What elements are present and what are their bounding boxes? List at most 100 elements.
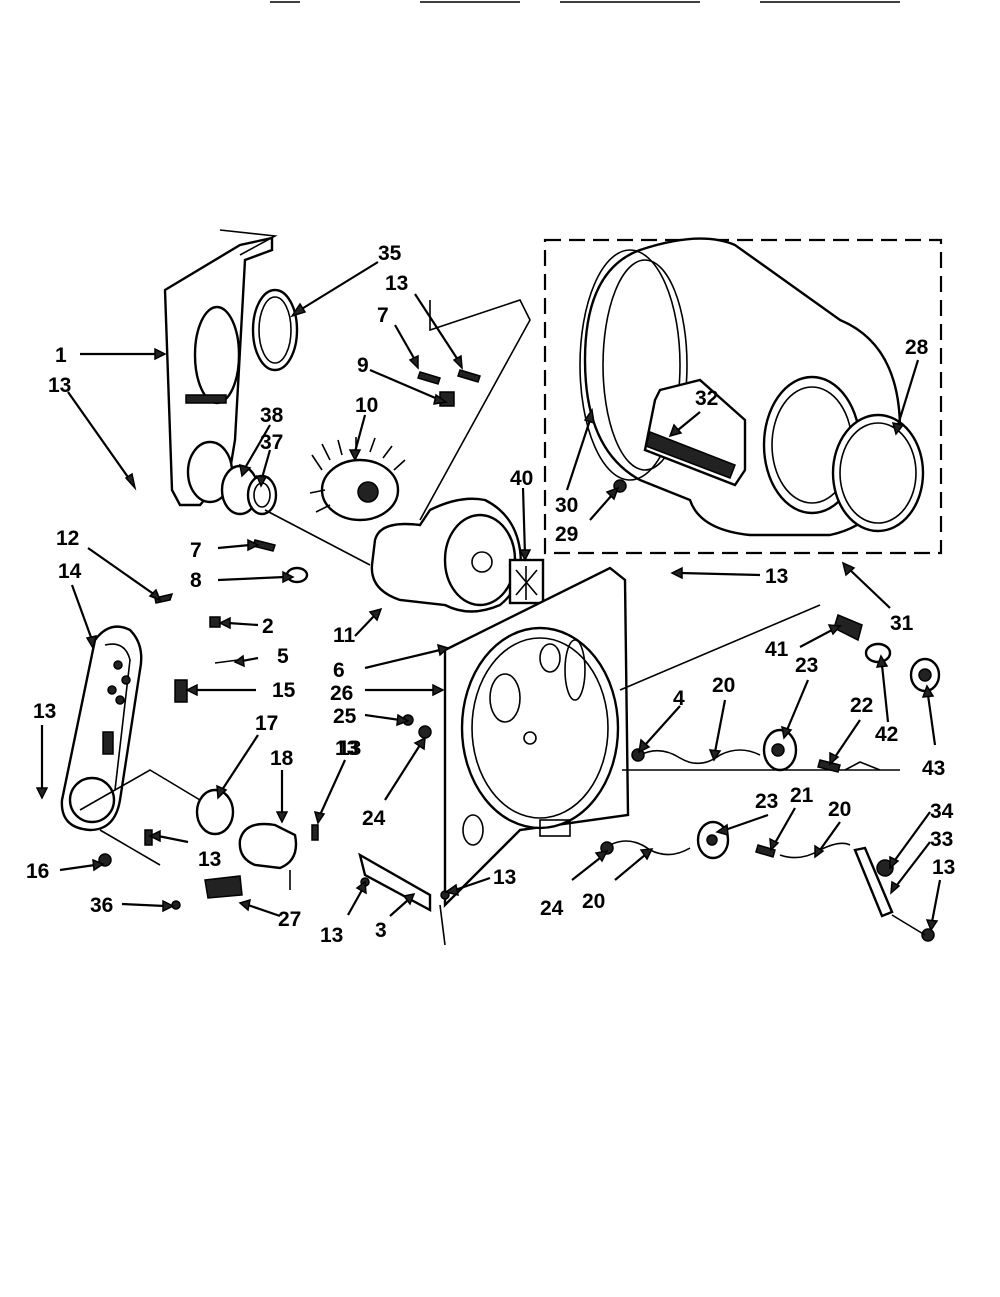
- roller-21: [755, 844, 776, 858]
- screw-12: [154, 592, 174, 604]
- callout-30: 30: [555, 494, 578, 517]
- support-33: [853, 846, 894, 918]
- rear-panel-circle-inner: [471, 637, 609, 819]
- callout-41: 41: [765, 638, 789, 661]
- callout-23-lower: 23: [755, 790, 778, 813]
- front-bulkhead-slot: [185, 394, 227, 404]
- callout-31: 31: [890, 612, 914, 635]
- callout-3: 3: [375, 919, 387, 942]
- callout-25: 25: [333, 705, 357, 728]
- wire-5: [214, 659, 239, 664]
- motor-18: [238, 822, 298, 870]
- rear-panel-lines: [619, 604, 900, 771]
- callout-27: 27: [278, 908, 301, 931]
- callout-8: 8: [190, 569, 202, 592]
- callout-17: 17: [255, 712, 278, 735]
- rear-panel-vent-2: [539, 643, 561, 673]
- leader-arrows: [35, 261, 942, 932]
- callout-13-right: 13: [932, 856, 955, 879]
- screw-13-mount: [311, 824, 319, 841]
- callout-23-upper: 23: [795, 654, 818, 677]
- callout-2: 2: [262, 615, 274, 638]
- nut-34: [876, 859, 894, 877]
- drum-front-rim-inner: [602, 259, 688, 471]
- rear-panel-bracket: [539, 819, 571, 837]
- switch-15: [174, 679, 188, 703]
- callout-28: 28: [905, 336, 929, 359]
- motor-parts-group: [79, 769, 319, 910]
- callout-14: 14: [58, 560, 82, 583]
- callout-36: 36: [90, 894, 113, 917]
- callout-38: 38: [260, 404, 284, 427]
- washer-24-upper: [418, 725, 432, 739]
- switch-27: [204, 875, 243, 899]
- warning-label-symbol: [515, 566, 538, 600]
- motor-cover-opening: [68, 776, 116, 824]
- drum-front-rim: [579, 249, 681, 481]
- callout-13-motor-mount: 13: [338, 737, 361, 760]
- bottom-bracket-group: [358, 852, 450, 946]
- callout-13-rear-top: 13: [765, 565, 788, 588]
- screw-13-motor: [144, 829, 153, 846]
- callout-11: 11: [333, 624, 356, 647]
- screw-36: [171, 900, 181, 910]
- front-bulkhead-opening: [193, 305, 241, 405]
- callout-labels: 1 13 35 13 7 9 10 38 37 40 7 8 12 14 2 5…: [26, 242, 955, 947]
- idler-parts-group: [833, 613, 941, 693]
- callout-35: 35: [378, 242, 402, 265]
- screw-13-top: [457, 369, 481, 383]
- callout-20-upper: 20: [712, 674, 735, 697]
- blower-housing-hub: [471, 551, 493, 573]
- idler-42: [864, 642, 892, 664]
- drum-baffle-slot: [645, 431, 736, 479]
- callout-13-rear: 13: [335, 737, 358, 760]
- callout-24-lower: 24: [540, 897, 564, 920]
- callout-34: 34: [930, 800, 954, 823]
- callout-42: 42: [875, 723, 898, 746]
- motor-cover-group: [60, 625, 143, 832]
- blower-housing-cover: [443, 513, 517, 607]
- idler-41: [833, 613, 863, 642]
- front-bulkhead-lip: [219, 229, 278, 256]
- motor-cover-slot: [102, 731, 114, 755]
- callout-4: 4: [673, 687, 685, 710]
- screw-13-support: [921, 928, 935, 942]
- callout-13-motor: 13: [198, 848, 221, 871]
- thermistor-7-top: [417, 371, 441, 385]
- blower-guide-lines: [264, 299, 531, 566]
- callout-15: 15: [272, 679, 296, 702]
- callout-7-lower: 7: [190, 539, 202, 562]
- nut-2: [209, 616, 221, 628]
- drum-seal-ring-inner: [839, 422, 917, 524]
- rear-panel-hole: [523, 731, 537, 745]
- motor-belt-lines: [79, 769, 201, 866]
- callout-43: 43: [922, 757, 945, 780]
- callout-37: 37: [260, 431, 283, 454]
- bulkhead-seal-inner: [258, 296, 292, 364]
- support-group: [853, 846, 935, 942]
- drum-assembly-outline: [543, 238, 943, 555]
- motor-cover-edge: [104, 643, 131, 791]
- callout-24-upper: 24: [362, 807, 386, 830]
- rear-panel-vent-1: [489, 673, 521, 723]
- callout-32: 32: [695, 387, 718, 410]
- callout-1: 1: [55, 344, 67, 367]
- motor-pulley-17: [195, 788, 235, 836]
- callout-13-front-bulkhead: 13: [48, 374, 71, 397]
- blower-group: [264, 299, 545, 613]
- callout-13-bottom: 13: [493, 866, 516, 889]
- callout-16: 16: [26, 860, 49, 883]
- callout-9: 9: [357, 354, 369, 377]
- nut-4: [631, 748, 645, 762]
- callout-40: 40: [510, 467, 533, 490]
- roller-22: [817, 759, 841, 773]
- callout-7-top: 7: [377, 304, 389, 327]
- callout-10: 10: [355, 394, 378, 417]
- rear-panel-foot-hole: [462, 814, 484, 846]
- bulkhead-seal: [251, 288, 299, 372]
- rear-panel-vent-3: [564, 639, 586, 701]
- callout-33: 33: [930, 828, 953, 851]
- callout-13-top: 13: [385, 272, 408, 295]
- bottom-bracket-3: [358, 852, 432, 913]
- drum-seal-ring: [831, 413, 925, 533]
